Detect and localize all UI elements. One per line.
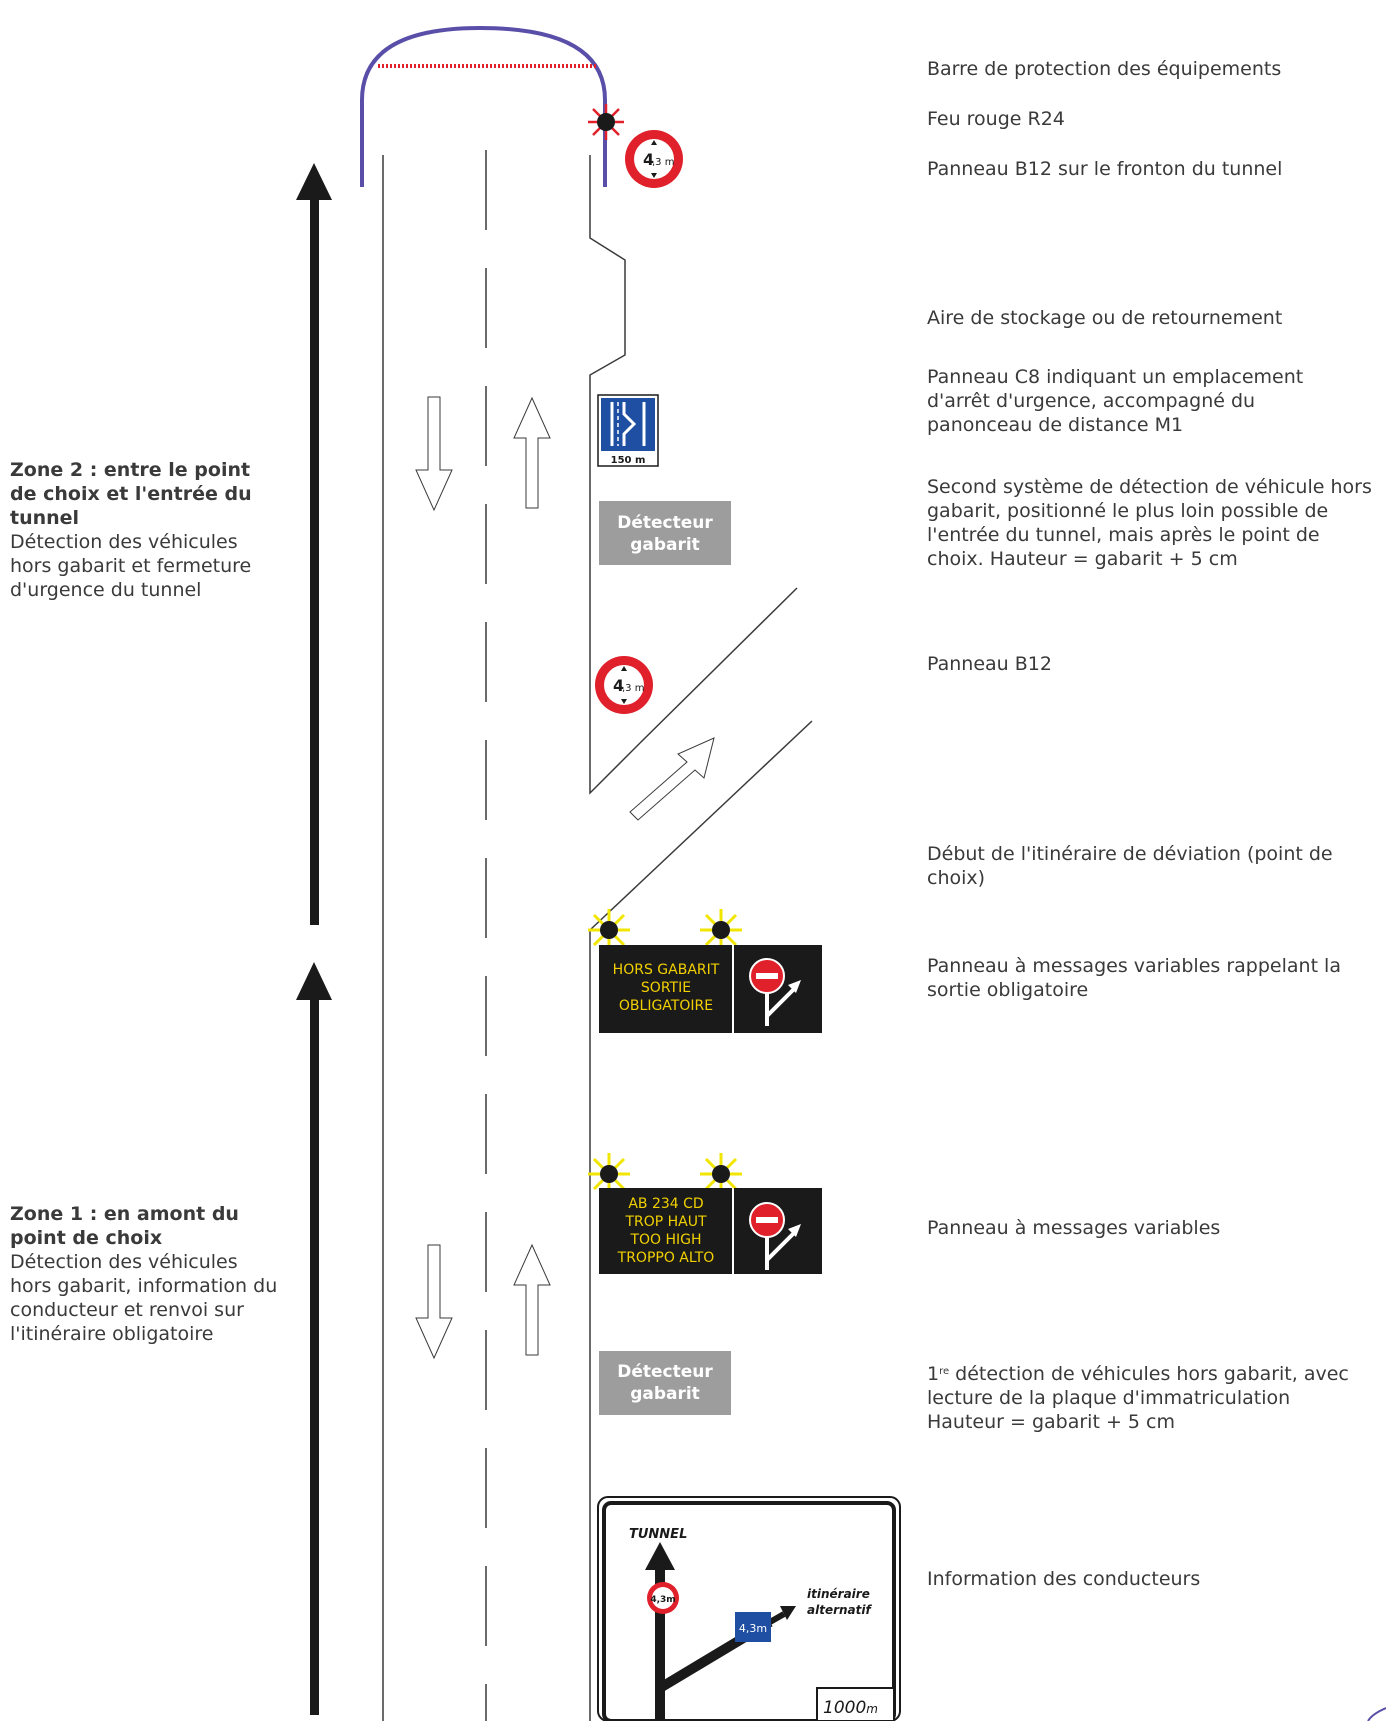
desc-b12: Panneau B12 bbox=[927, 653, 1052, 675]
flash-light-pmv-upper-left bbox=[588, 909, 630, 951]
gabarit-detector-lower: Détecteur gabarit bbox=[599, 1351, 731, 1415]
desc-first-detection: 1re détection de véhicules hors gabarit,… bbox=[927, 1362, 1382, 1434]
desc-red-light: Feu rouge R24 bbox=[927, 108, 1065, 130]
b12-sign: 4 ,3 m bbox=[595, 656, 653, 714]
pmv-lower-line4: TROPPO ALTO bbox=[617, 1250, 715, 1266]
desc-choice-point: Début de l'itinéraire de déviation (poin… bbox=[927, 843, 1333, 889]
pmv-upper-line1: HORS GABARIT bbox=[613, 962, 720, 978]
zone1-title: Zone 1 : en amont du point de choix bbox=[10, 1203, 239, 1249]
detector-lower-line2: gabarit bbox=[630, 1384, 700, 1404]
first-detection-num: 1 bbox=[927, 1363, 940, 1385]
no-entry-exit-icon bbox=[749, 1202, 801, 1270]
desc-storage-area: Aire de stockage ou de retournement bbox=[927, 307, 1283, 329]
vms-panel-upper: HORS GABARIT SORTIE OBLIGATOIRE bbox=[599, 945, 822, 1033]
b12-mid-value: 4 bbox=[613, 676, 624, 695]
desc-vms-exit: Panneau à messages variables rappelant l… bbox=[927, 955, 1341, 1001]
pmv-upper-line2: SORTIE bbox=[641, 980, 691, 996]
no-entry-exit-icon bbox=[749, 958, 801, 1026]
road-right-edge-upper bbox=[589, 155, 641, 795]
flash-light-pmv-lower-right bbox=[700, 1153, 742, 1195]
road-right-edge-lower bbox=[639, 587, 798, 744]
lane-arrow-up-upper bbox=[513, 396, 551, 509]
corner-fragment bbox=[1367, 1707, 1386, 1721]
info-distance-value: 1000 bbox=[823, 1698, 866, 1718]
flash-light-pmv-upper-right bbox=[700, 909, 742, 951]
b12-fronton-value: 4 bbox=[643, 150, 654, 169]
info-b12-label: 4,3m bbox=[650, 1595, 675, 1605]
info-distance-unit: m bbox=[866, 1702, 878, 1716]
zone1-arrow bbox=[296, 962, 332, 1715]
pmv-lower-line2: TROP HAUT bbox=[624, 1214, 707, 1230]
desc-b12-fronton: Panneau B12 sur le fronton du tunnel bbox=[927, 158, 1283, 180]
c8-emergency-stop-sign: 150 m bbox=[597, 394, 659, 467]
flash-light-pmv-lower-left bbox=[588, 1153, 630, 1195]
exit-direction-arrow bbox=[629, 737, 715, 821]
lane-arrow-down-upper bbox=[415, 396, 453, 512]
zone2-description: Zone 2 : entre le point de choix et l'en… bbox=[10, 458, 280, 602]
lane-arrow-up-lower bbox=[513, 1243, 551, 1356]
pmv-upper-line3: OBLIGATOIRE bbox=[619, 998, 713, 1014]
zone1-text: Détection des véhicules hors gabarit, in… bbox=[10, 1251, 278, 1345]
zone2-text: Détection des véhicules hors gabarit et … bbox=[10, 531, 252, 601]
driver-information-panel: TUNNEL 4,3m 4,3m itinéraire alternatif 1… bbox=[597, 1496, 901, 1721]
desc-second-detection: Second système de détection de véhicule … bbox=[927, 476, 1372, 570]
gabarit-detector-upper: Détecteur gabarit bbox=[599, 501, 731, 565]
red-light-r24 bbox=[588, 104, 624, 140]
zone1-description: Zone 1 : en amont du point de choix Déte… bbox=[10, 1202, 280, 1346]
info-tunnel-label: TUNNEL bbox=[629, 1527, 687, 1542]
detector-upper-line1: Détecteur bbox=[617, 513, 713, 533]
tunnel-entrance-outline bbox=[360, 25, 607, 187]
b12-mid-unit: ,3 m bbox=[622, 683, 644, 694]
b12-sign-fronton: 4 ,3 m bbox=[625, 130, 683, 188]
svg-text:1000m: 1000m bbox=[823, 1698, 878, 1718]
vms-panel-lower: AB 234 CD TROP HAUT TOO HIGH TROPPO ALTO bbox=[599, 1188, 822, 1274]
desc-vms: Panneau à messages variables bbox=[927, 1217, 1221, 1239]
first-detection-text: détection de véhicules hors gabarit, ave… bbox=[927, 1363, 1349, 1409]
detector-lower-line1: Détecteur bbox=[617, 1362, 713, 1382]
pmv-lower-line3: TOO HIGH bbox=[629, 1232, 701, 1248]
info-route-height: 4,3m bbox=[739, 1622, 767, 1635]
c8-distance-label: 150 m bbox=[611, 455, 646, 466]
desc-barrier: Barre de protection des équipements bbox=[927, 58, 1282, 80]
desc-c8: Panneau C8 indiquant un emplacement d'ar… bbox=[927, 366, 1304, 436]
zone2-title: Zone 2 : entre le point de choix et l'en… bbox=[10, 459, 252, 529]
exit-branch-right bbox=[589, 720, 813, 931]
first-detection-sup: re bbox=[939, 1366, 950, 1377]
info-alt-line1: itinéraire bbox=[807, 1587, 870, 1601]
zone2-arrow bbox=[296, 163, 332, 925]
pmv-lower-line1: AB 234 CD bbox=[628, 1196, 703, 1212]
info-alt-line2: alternatif bbox=[807, 1603, 872, 1617]
desc-driver-info: Information des conducteurs bbox=[927, 1568, 1201, 1590]
lane-arrow-down-lower bbox=[415, 1244, 453, 1360]
detector-upper-line2: gabarit bbox=[630, 535, 700, 555]
b12-fronton-unit: ,3 m bbox=[652, 157, 674, 168]
first-detection-height: Hauteur = gabarit + 5 cm bbox=[927, 1411, 1175, 1433]
